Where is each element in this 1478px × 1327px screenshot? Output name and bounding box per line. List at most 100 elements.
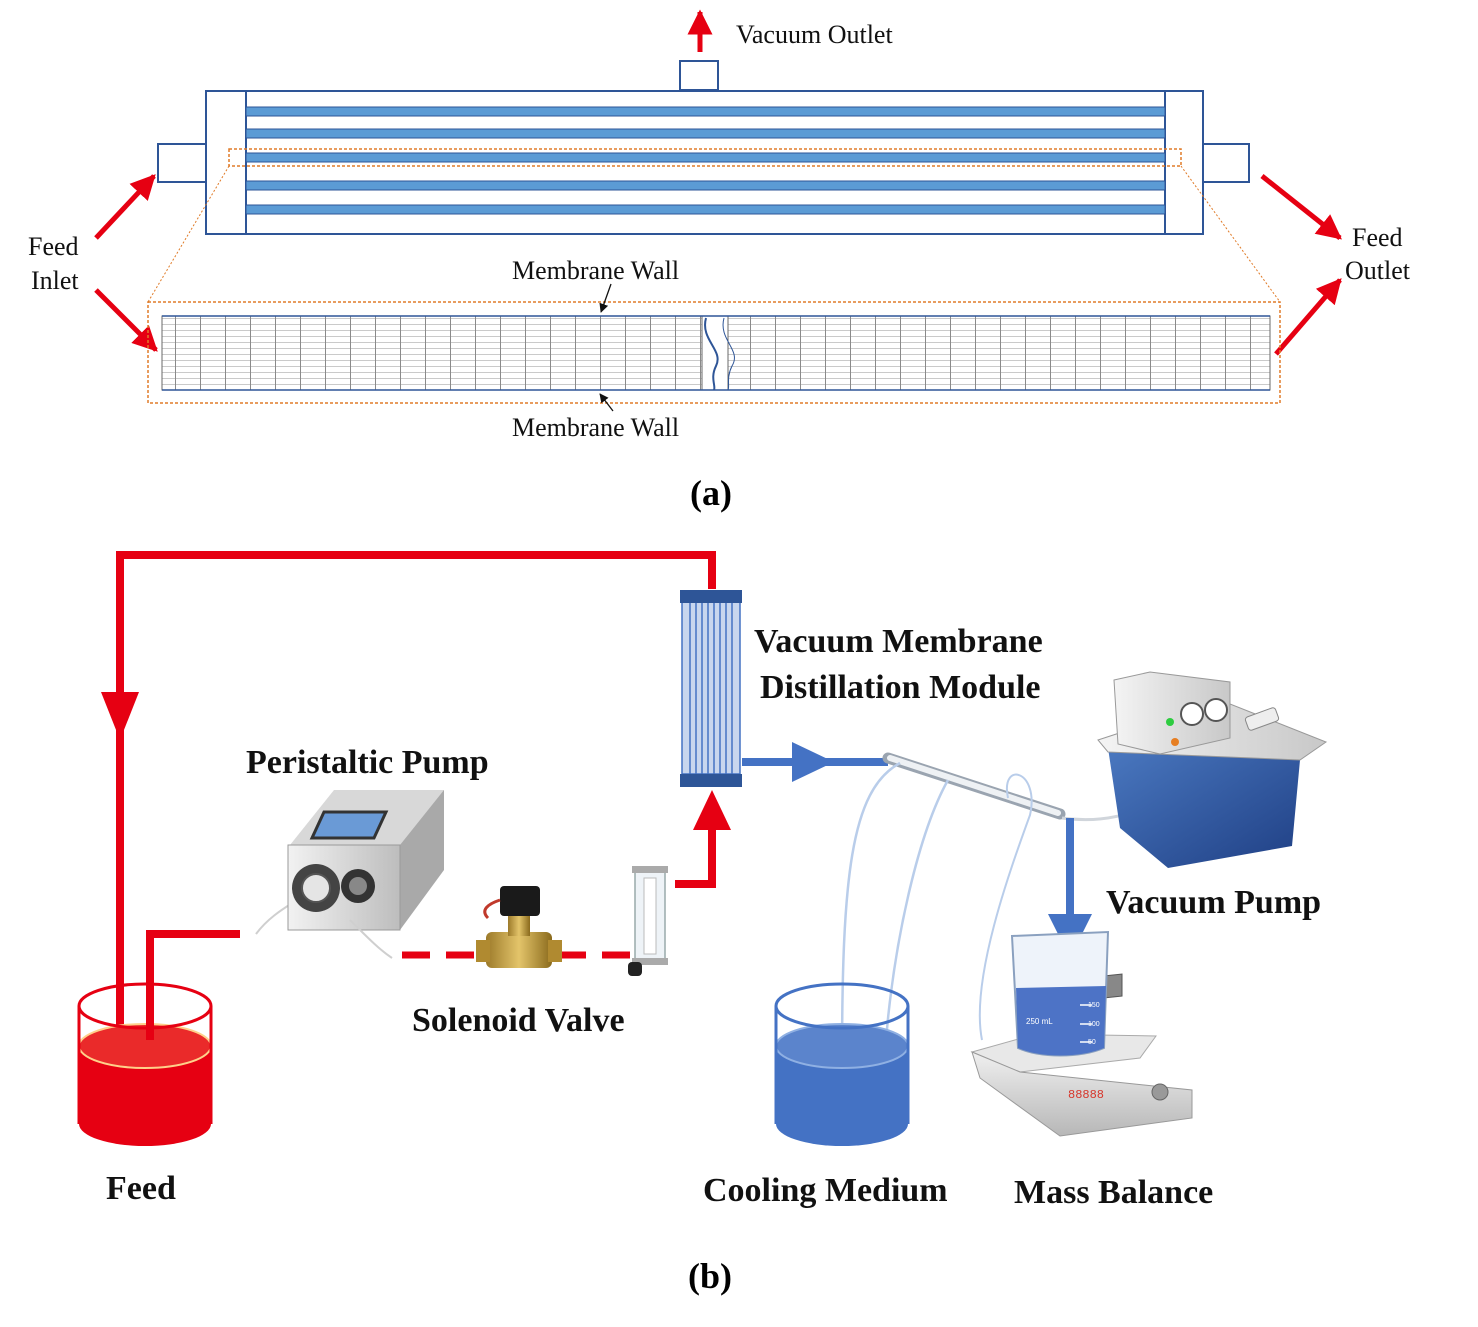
return-flow-arrow [101, 692, 139, 740]
condenser-inner [887, 755, 1061, 816]
zoom-line-right [1180, 165, 1281, 303]
membrane-wall-label-top: Membrane Wall [512, 256, 679, 285]
left-end-cap [205, 90, 247, 235]
beaker-mark: 250 mL [1026, 1017, 1053, 1026]
module-schematic: Vacuum Outlet Feed Inlet Feed Outlet [28, 9, 1411, 513]
cooling-medium-beaker [774, 982, 910, 1146]
feed-outlet-arrow-lower [1274, 278, 1342, 356]
hollow-fibers [245, 106, 1166, 215]
coolant-tube-2 [882, 779, 950, 1067]
membrane-wall-label-bottom: Membrane Wall [512, 413, 679, 442]
feed-liquid-top [78, 1023, 212, 1069]
valve-body [486, 932, 552, 968]
feed-inlet-label-1: Feed [28, 232, 79, 261]
feed-inlet-arrow-upper [94, 174, 156, 240]
membrane-wall-arrow-top [599, 283, 612, 313]
valve-coil [500, 886, 540, 916]
retentate-return-line [116, 551, 716, 1040]
beaker-tick-50: 50 [1088, 1039, 1096, 1046]
experimental-setup: Peristaltic Pump Solenoid Valve [77, 551, 1328, 1296]
feed-intake-line [146, 930, 240, 1040]
zoom-box [147, 301, 1281, 404]
flowmeter-cap-top [632, 866, 668, 873]
peristaltic-pump-image [287, 790, 444, 931]
pump-rotor [301, 873, 331, 903]
vacuum-indicator-light [1166, 718, 1174, 726]
beaker-graduations [1080, 1004, 1092, 1043]
break-symbol [704, 317, 719, 391]
mesh-left-v [161, 315, 703, 391]
fiber [245, 152, 1166, 163]
flowmeter-cap-bottom [632, 958, 668, 965]
feed-beaker [77, 982, 213, 1146]
vacuum-gauge-2 [1204, 698, 1228, 722]
beaker-liquid [1016, 986, 1106, 1056]
feed-to-module-arrow [693, 790, 731, 830]
vacuum-pump-handle [1244, 707, 1280, 731]
coolant-tube-3 [978, 773, 1033, 1041]
feed-inlet-label-2: Inlet [31, 266, 79, 295]
valve-stem [508, 912, 530, 936]
panel-a-label: (a) [690, 473, 732, 513]
feed-outlet-port [1202, 143, 1250, 183]
feed-label: Feed [106, 1170, 176, 1207]
vacuum-pump-image [1097, 671, 1328, 868]
mass-balance-image: 88888 250 mL 150 100 50 [970, 930, 1193, 1137]
pump-knob-cap [349, 877, 367, 895]
solenoid-valve-image [476, 886, 562, 968]
vacuum-pump-label: Vacuum Pump [1106, 884, 1321, 921]
balance-button [1151, 1083, 1169, 1101]
break-symbol-2 [722, 317, 735, 391]
selected-fiber-box [228, 148, 1182, 167]
vmd-module-fibers [689, 602, 733, 774]
cooling-liquid-top [775, 1023, 909, 1069]
vacuum-pump-tank-front [1108, 748, 1300, 868]
right-end-cap [1164, 90, 1204, 235]
beaker-tick-150: 150 [1088, 1002, 1100, 1009]
valve-inlet [476, 940, 490, 962]
fiber [245, 128, 1166, 139]
pump-tube-out [349, 919, 393, 959]
fiber [245, 204, 1166, 215]
feed-outlet-label-1: Feed [1352, 223, 1403, 252]
fiber [245, 180, 1166, 191]
cooling-medium-label: Cooling Medium [703, 1172, 948, 1209]
valve-wire [483, 898, 501, 920]
mass-balance-label: Mass Balance [1014, 1174, 1213, 1211]
vmd-module-image [680, 590, 742, 787]
feed-inlet-port [157, 143, 207, 183]
feed-to-module-line [675, 826, 716, 888]
vacuum-outlet-label: Vacuum Outlet [736, 20, 893, 49]
mesh-right-v [727, 315, 1271, 391]
solenoid-valve-label: Solenoid Valve [412, 1002, 625, 1039]
computational-mesh [161, 315, 1271, 391]
feed-inlet-arrow-lower [94, 288, 158, 352]
pump-screen [309, 810, 389, 840]
vmd-module-cap-top [680, 590, 742, 603]
beaker-tick-100: 100 [1088, 1021, 1100, 1028]
flowmeter-image [628, 866, 668, 976]
membrane-wall-arrow-bottom [599, 393, 614, 412]
panel-b-label: (b) [688, 1256, 732, 1296]
coolant-tube-1 [840, 761, 901, 1067]
vmd-module-label-2: Distillation Module [760, 669, 1041, 706]
vacuum-gauge-1 [1180, 702, 1204, 726]
flowmeter-knob [628, 962, 642, 976]
feed-outlet-label-2: Outlet [1345, 256, 1411, 285]
permeate-arrow [792, 742, 834, 782]
valve-outlet [548, 940, 562, 962]
vacuum-outlet-port [679, 60, 719, 91]
vmd-module-label-1: Vacuum Membrane [754, 623, 1043, 660]
vmd-module-body [681, 601, 741, 775]
balance-body [971, 1051, 1193, 1137]
feed-outlet-arrow-upper [1260, 174, 1342, 240]
balance-display-text: 88888 [1068, 1088, 1104, 1102]
vacuum-pump-head [1113, 671, 1231, 755]
vacuum-indicator-light-2 [1171, 738, 1179, 746]
vmd-module-cap-bottom [680, 774, 742, 787]
fiber [245, 106, 1166, 117]
peristaltic-pump-label: Peristaltic Pump [246, 744, 489, 781]
feed-beaker-rim [77, 982, 213, 1030]
flowmeter-scale [643, 877, 657, 955]
